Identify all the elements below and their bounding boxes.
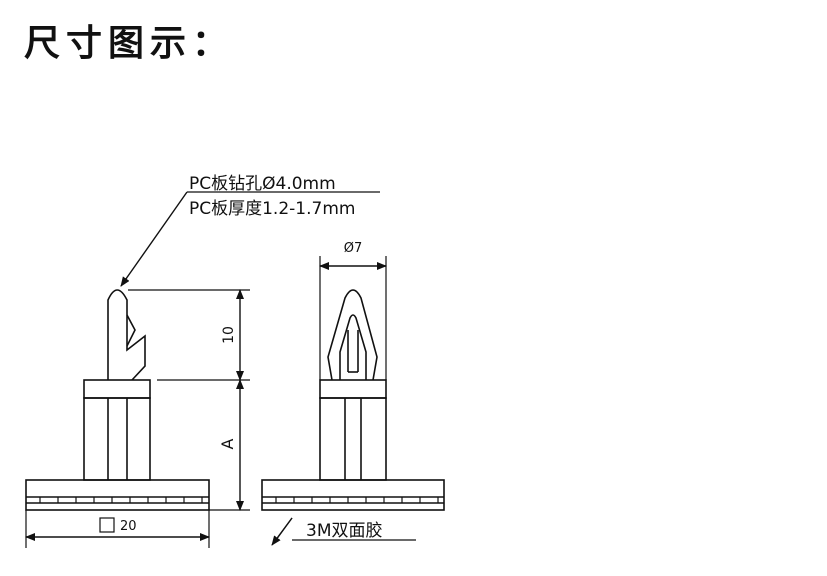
front-collar (319, 379, 387, 399)
front-pin-inner (339, 314, 367, 380)
side-tape-hatch (39, 497, 203, 503)
height-label: 10 (221, 326, 237, 344)
front-tape-hatch (275, 497, 439, 503)
page-title: 尺寸图示： (24, 23, 235, 64)
thickness-callout-text: PC板厚度1.2-1.7mm (189, 199, 355, 219)
side-view (25, 289, 210, 511)
front-base-plate (261, 479, 445, 511)
tape-callout-text: 3M双面胶 (306, 521, 382, 541)
side-post (83, 397, 151, 481)
post-label: A (218, 438, 237, 449)
base-label: 20 (120, 519, 137, 534)
diameter-label: Ø7 (344, 241, 363, 256)
side-base-plate (25, 479, 210, 511)
hole-leader-line (120, 191, 188, 287)
hole-callout-text: PC板钻孔Ø4.0mm (189, 174, 336, 194)
front-pin-outer (327, 289, 378, 381)
tape-leader-arrow (271, 517, 293, 546)
square-symbol-icon (99, 517, 115, 533)
side-pin-barb (126, 314, 136, 347)
side-pin (107, 289, 146, 381)
side-collar (83, 379, 151, 399)
front-post (319, 397, 387, 481)
front-view (261, 289, 445, 511)
